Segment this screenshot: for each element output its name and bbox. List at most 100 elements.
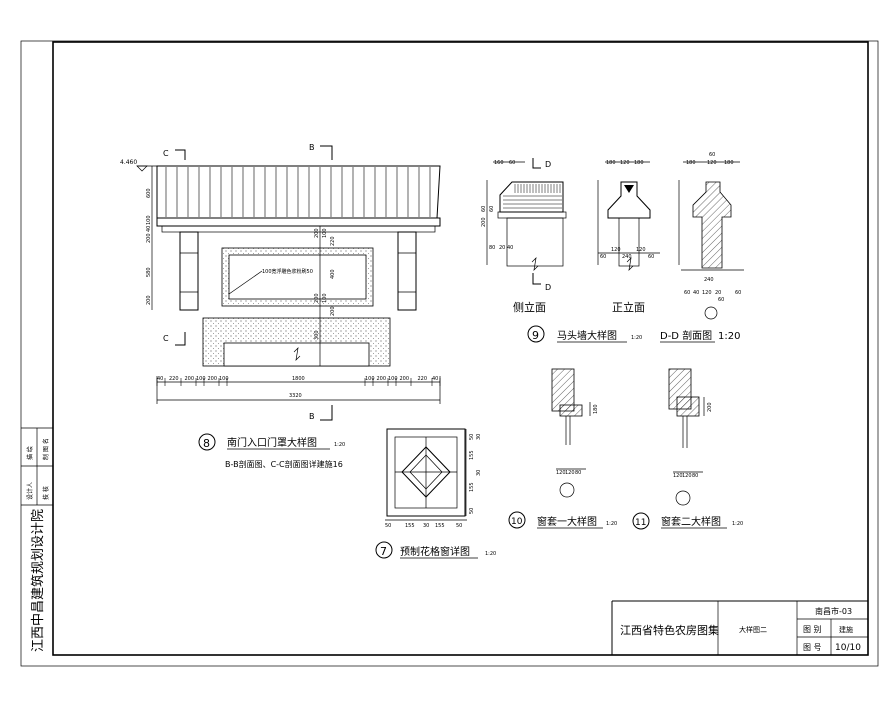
front-bottom-dim-2: 120 — [611, 247, 621, 253]
detail-9-horse-head-wall: D D 160 60 200 60 60 80 20 40 侧立面 180 12… — [481, 152, 744, 343]
detail-10-dim-2: 120 — [565, 470, 575, 476]
center-dim-4: 400 — [330, 269, 336, 279]
center-dim-5: 200 — [314, 293, 320, 303]
detail-11-number: 11 — [635, 518, 646, 528]
detail-7-number: 7 — [380, 545, 387, 558]
section-bottom-dim-7: 240 — [704, 277, 714, 283]
bottom-dim-label: 100 — [196, 376, 206, 382]
detail-10-title: 窗套一大样图 — [537, 515, 597, 528]
view-front-label: 正立面 — [612, 300, 645, 314]
drawing-name: 大样图二 — [739, 625, 767, 634]
section-mark-c-bottom: C — [163, 334, 169, 343]
bottom-dim-label: 1800 — [292, 376, 305, 382]
detail-7-side-dim-2: 30 — [476, 434, 482, 440]
detail-7-lattice-window: 50 30 155 30 155 50 50 155 30 155 50 7 预… — [375, 428, 496, 559]
center-dim-6: 100 — [322, 293, 328, 303]
inner-frame — [52, 41, 869, 656]
left-dim-4: 40 — [146, 226, 152, 232]
section-top-dim-2: 180 — [686, 160, 696, 166]
category-value: 建施 — [839, 625, 853, 634]
detail-11-scale: 1:20 — [732, 521, 743, 527]
bottom-dim-label: 40 — [432, 376, 438, 382]
drawing-code: 南昌市-03 — [815, 606, 852, 616]
detail-8-note: B-B剖面图、C-C剖面图详建施16 — [225, 459, 343, 469]
center-dim-8: 300 — [314, 330, 320, 340]
front-bottom-dim-3: 240 — [622, 254, 632, 260]
section-top-dim-1: 60 — [709, 152, 715, 158]
section-mark-b-top: B — [309, 143, 315, 152]
side-dim-4: 80 — [489, 245, 495, 251]
detail-7-bottom-dim-3: 30 — [423, 523, 429, 529]
front-top-dim-2: 120 — [620, 160, 630, 166]
bottom-dim-label: 200 — [377, 376, 387, 382]
detail-7-scale: 1:20 — [485, 551, 496, 557]
section-mark-d-top: D — [545, 160, 551, 169]
bottom-dim-label: 40 — [157, 376, 163, 382]
bottom-dim-label: 200 — [400, 376, 410, 382]
collection-title: 江西省特色农房图集 — [620, 623, 719, 637]
number-label: 图 号 — [803, 643, 822, 652]
side-top-dim-2: 60 — [509, 160, 515, 166]
detail-11-dim-3: 80 — [692, 473, 698, 479]
bottom-dim-label: 200 — [185, 376, 195, 382]
detail-7-title: 预制花格窗详图 — [400, 545, 470, 558]
detail-11-window-frame: 200 120 120 80 11 窗套二大样图 1:20 — [632, 368, 743, 530]
section-bottom-dim-5: 60 — [735, 290, 741, 296]
detail-9-scale: 1:20 — [631, 335, 642, 341]
detail-11-dim-1: 120 — [673, 473, 683, 479]
detail-9-number: 9 — [532, 329, 539, 342]
detail-7-side-dim-6: 50 — [469, 508, 475, 514]
detail-11-title: 窗套二大样图 — [661, 515, 721, 528]
bottom-dim-label: 200 — [208, 376, 218, 382]
number-value: 10/10 — [835, 643, 861, 653]
bottom-dim-label: 220 — [169, 376, 179, 382]
detail-8-number: 8 — [203, 437, 210, 450]
bottom-dim-label: 220 — [418, 376, 428, 382]
side-strip: 江西中昌建筑规划设计院 设计人 技 核 描 绘 制 图 名 — [21, 427, 53, 652]
detail-7-bottom-dim-2: 155 — [405, 523, 415, 529]
section-bottom-dim-2: 40 — [693, 290, 699, 296]
role-drawing-name: 制 图 名 — [42, 438, 50, 460]
side-dim-3: 60 — [489, 206, 495, 212]
front-top-dim-3: 180 — [634, 160, 644, 166]
side-dim-5: 20 — [499, 245, 505, 251]
section-mark-b-bottom: B — [309, 412, 315, 421]
title-block: 江西省特色农房图集 大样图二 南昌市-03 图 别 建施 图 号 10/10 — [611, 600, 868, 655]
side-dim-6: 40 — [507, 245, 513, 251]
front-bottom-dim-5: 60 — [648, 254, 654, 260]
role-checker: 技 核 — [42, 486, 50, 500]
section-top-dim-4: 180 — [724, 160, 734, 166]
detail-8-gate-canopy: C B C B 4.460 100宽浮雕色浆粉刷50 — [120, 143, 441, 469]
total-dim: 3320 — [289, 393, 302, 399]
detail-7-bottom-dim-1: 50 — [385, 523, 391, 529]
plaque-note: 100宽浮雕色浆粉刷50 — [262, 268, 313, 275]
bottom-dim-label: 100 — [219, 376, 229, 382]
section-bottom-dim-4: 20 — [715, 290, 721, 296]
detail-7-bottom-dim-5: 50 — [456, 523, 462, 529]
center-dim-1: 200 — [314, 228, 320, 238]
detail-10-dim-3: 80 — [575, 470, 581, 476]
side-dim-1: 200 — [481, 217, 487, 227]
category-label: 图 别 — [803, 625, 822, 634]
detail-10-window-frame: 180 120 120 80 10 窗套一大样图 1:20 — [508, 368, 617, 529]
side-dim-2: 60 — [481, 206, 487, 212]
detail-10-dim-1: 120 — [556, 470, 566, 476]
section-bottom-dim-6: 60 — [718, 297, 724, 303]
center-dim-2: 100 — [322, 228, 328, 238]
front-top-dim-1: 180 — [606, 160, 616, 166]
institute-name: 江西中昌建筑规划设计院 — [30, 509, 46, 652]
detail-7-side-dim-3: 155 — [469, 450, 475, 460]
section-top-dim-3: 120 — [707, 160, 717, 166]
left-dim-2: 100 — [146, 215, 152, 225]
detail-8-scale: 1:20 — [334, 442, 345, 448]
outer-border — [20, 40, 879, 667]
left-dim-3: 200 — [146, 233, 152, 243]
center-dim-3: 220 — [330, 236, 336, 246]
bottom-dim-label: 100 — [388, 376, 398, 382]
detail-10-side-dim: 180 — [593, 404, 599, 414]
left-dim-5: 580 — [146, 267, 152, 277]
section-mark-c-top: C — [163, 149, 169, 158]
center-dim-7: 200 — [330, 306, 336, 316]
front-bottom-dim-1: 60 — [600, 254, 606, 260]
